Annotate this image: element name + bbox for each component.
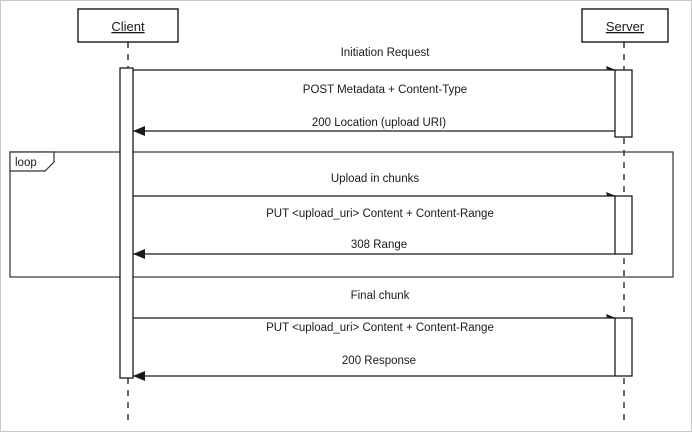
- activation-server-initiation[interactable]: [614, 69, 633, 138]
- message-put-chunk-arrowhead: [606, 192, 616, 196]
- caption-initiation-request: Initiation Request: [341, 47, 431, 59]
- caption-final-chunk: Final chunk: [351, 290, 410, 302]
- captions-group: Initiation Request Upload in chunks Fina…: [331, 47, 430, 302]
- participant-client[interactable]: Client: [77, 8, 179, 43]
- activation-server-final-chunk[interactable]: [614, 317, 633, 377]
- message-308-range-label: 308 Range: [351, 239, 407, 251]
- message-put-final-chunk-arrowhead: [606, 314, 616, 318]
- message-200-location-arrowhead: [133, 126, 145, 136]
- loop-fragment-operator-label: loop: [15, 157, 37, 169]
- participant-client-label: Client: [111, 19, 145, 34]
- message-post-metadata-label: POST Metadata + Content-Type: [303, 84, 467, 96]
- message-labels-group: POST Metadata + Content-Type 200 Locatio…: [266, 84, 494, 367]
- message-post-metadata-arrowhead: [606, 66, 616, 70]
- message-put-final-chunk[interactable]: [133, 314, 616, 319]
- message-200-location[interactable]: [133, 126, 615, 136]
- loop-fragment[interactable]: loop: [9, 151, 674, 278]
- message-308-range[interactable]: [133, 249, 615, 259]
- participant-server-label: Server: [606, 19, 645, 34]
- message-200-response-label: 200 Response: [342, 355, 416, 367]
- message-200-response[interactable]: [133, 371, 615, 381]
- loop-fragment-border: [9, 151, 674, 278]
- messages-group: [133, 66, 616, 381]
- message-200-location-label: 200 Location (upload URI): [312, 117, 446, 129]
- activation-server-chunk[interactable]: [614, 195, 633, 255]
- message-put-chunk-label: PUT <upload_uri> Content + Content-Range: [266, 208, 494, 220]
- activation-client[interactable]: [119, 67, 134, 379]
- activations-group: [119, 67, 633, 379]
- message-post-metadata[interactable]: [133, 66, 616, 71]
- caption-upload-in-chunks: Upload in chunks: [331, 173, 419, 185]
- message-put-final-chunk-label: PUT <upload_uri> Content + Content-Range: [266, 322, 494, 334]
- message-put-chunk[interactable]: [133, 192, 616, 197]
- participant-server[interactable]: Server: [581, 8, 669, 43]
- message-308-range-arrowhead: [133, 249, 145, 259]
- participant-server-box: [581, 8, 669, 43]
- message-200-response-arrowhead: [133, 371, 145, 381]
- loop-fragment-tab: [9, 151, 55, 172]
- participant-client-box: [77, 8, 179, 43]
